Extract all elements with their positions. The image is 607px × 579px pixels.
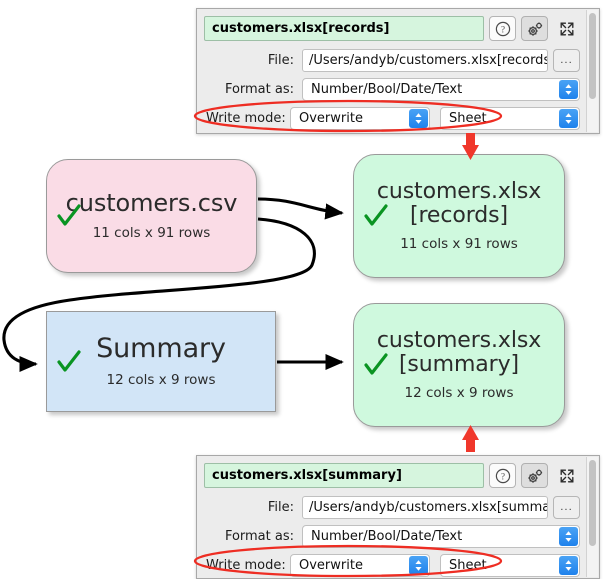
node-customers-xlsx-summary[interactable]: customers.xlsx [summary] 12 cols x 9 row… — [353, 303, 565, 427]
write-mode-select[interactable]: Overwrite — [290, 106, 430, 130]
gears-icon — [527, 469, 542, 483]
settings-button[interactable] — [521, 463, 548, 488]
node-title: customers.xlsx [summary] — [376, 328, 542, 377]
panel-scrollbar[interactable] — [586, 457, 598, 577]
format-value: Number/Bool/Date/Text — [311, 528, 463, 544]
write-mode-value: Overwrite — [299, 110, 363, 126]
panel-scrollbar-thumb[interactable] — [589, 460, 596, 546]
expand-icon — [560, 22, 573, 35]
format-row: Format as: Number/Bool/Date/Text — [204, 76, 593, 102]
file-label: File: — [267, 499, 294, 515]
write-mode-value: Overwrite — [299, 557, 363, 573]
panel-title-text: customers.xlsx[records] — [212, 21, 390, 36]
write-mode-label: Write mode: — [206, 110, 286, 126]
panel-title-input[interactable]: customers.xlsx[summary] — [204, 463, 484, 488]
node-customers-csv[interactable]: customers.csv 11 cols x 91 rows — [46, 159, 257, 273]
write-mode-row: Write mode: Overwrite Sheet — [204, 552, 593, 578]
chevron-updown-icon[interactable] — [559, 526, 578, 546]
format-label: Format as: — [224, 81, 294, 97]
node-subtitle: 11 cols x 91 rows — [400, 235, 518, 252]
panel-title-text: customers.xlsx[summary] — [212, 468, 402, 483]
browse-button[interactable]: ... — [553, 495, 580, 519]
file-input[interactable]: /Users/andyb/customers.xlsx[summary] — [302, 495, 548, 519]
panel-scrollbar[interactable] — [586, 10, 598, 132]
expand-button[interactable] — [553, 463, 580, 488]
node-customers-xlsx-records[interactable]: customers.xlsx [records] 11 cols x 91 ro… — [353, 154, 565, 278]
format-select[interactable]: Number/Bool/Date/Text — [302, 77, 580, 101]
panel-title-input[interactable]: customers.xlsx[records] — [204, 16, 484, 41]
help-icon: ? — [495, 468, 510, 483]
file-value: /Users/andyb/customers.xlsx[summary] — [309, 499, 548, 515]
chevron-updown-icon[interactable] — [559, 79, 578, 99]
sheet-value: Sheet — [449, 110, 487, 126]
sheet-value: Sheet — [449, 557, 487, 573]
file-row: File: /Users/andyb/customers.xlsx[record… — [204, 47, 593, 73]
help-button[interactable]: ? — [489, 463, 516, 488]
panel-scrollbar-thumb[interactable] — [589, 13, 596, 99]
node-subtitle: 11 cols x 91 rows — [92, 225, 211, 242]
node-subtitle: 12 cols x 9 rows — [106, 372, 216, 389]
write-mode-select[interactable]: Overwrite — [290, 553, 430, 577]
write-mode-label: Write mode: — [206, 557, 286, 573]
chevron-updown-icon[interactable] — [559, 108, 578, 128]
write-mode-row: Write mode: Overwrite Sheet — [204, 105, 593, 131]
edge-csv-to-records — [257, 197, 344, 220]
check-icon — [57, 349, 81, 372]
node-title: customers.csv — [65, 188, 238, 217]
file-row: File: /Users/andyb/customers.xlsx[summar… — [204, 494, 593, 520]
format-label: Format as: — [224, 528, 294, 544]
help-icon: ? — [495, 21, 510, 36]
panel-header: customers.xlsx[summary] ? — [204, 463, 593, 488]
inspector-panel-records[interactable]: customers.xlsx[records] ? — [196, 8, 600, 134]
browse-button[interactable]: ... — [553, 48, 580, 72]
format-row: Format as: Number/Bool/Date/Text — [204, 523, 593, 549]
chevron-updown-icon[interactable] — [409, 555, 428, 575]
format-value: Number/Bool/Date/Text — [311, 81, 463, 97]
expand-icon — [560, 469, 573, 482]
chevron-updown-icon[interactable] — [409, 108, 428, 128]
format-select[interactable]: Number/Bool/Date/Text — [302, 524, 580, 548]
sheet-select[interactable]: Sheet — [440, 106, 580, 130]
node-summary[interactable]: Summary 12 cols x 9 rows — [46, 311, 276, 412]
node-title: Summary — [96, 332, 226, 364]
file-input[interactable]: /Users/andyb/customers.xlsx[records] — [302, 48, 548, 72]
file-label: File: — [267, 52, 294, 68]
svg-text:?: ? — [501, 471, 505, 481]
svg-text:?: ? — [501, 24, 505, 34]
sheet-select[interactable]: Sheet — [440, 553, 580, 577]
gears-icon — [527, 22, 542, 36]
file-value: /Users/andyb/customers.xlsx[records] — [309, 52, 548, 68]
chevron-updown-icon[interactable] — [559, 555, 578, 575]
node-subtitle: 12 cols x 9 rows — [404, 384, 514, 401]
inspector-panel-summary[interactable]: customers.xlsx[summary] ? — [196, 455, 600, 579]
help-button[interactable]: ? — [489, 16, 516, 41]
node-title: customers.xlsx [records] — [376, 179, 542, 228]
expand-button[interactable] — [553, 16, 580, 41]
settings-button[interactable] — [521, 16, 548, 41]
panel-header: customers.xlsx[records] ? — [204, 16, 593, 41]
